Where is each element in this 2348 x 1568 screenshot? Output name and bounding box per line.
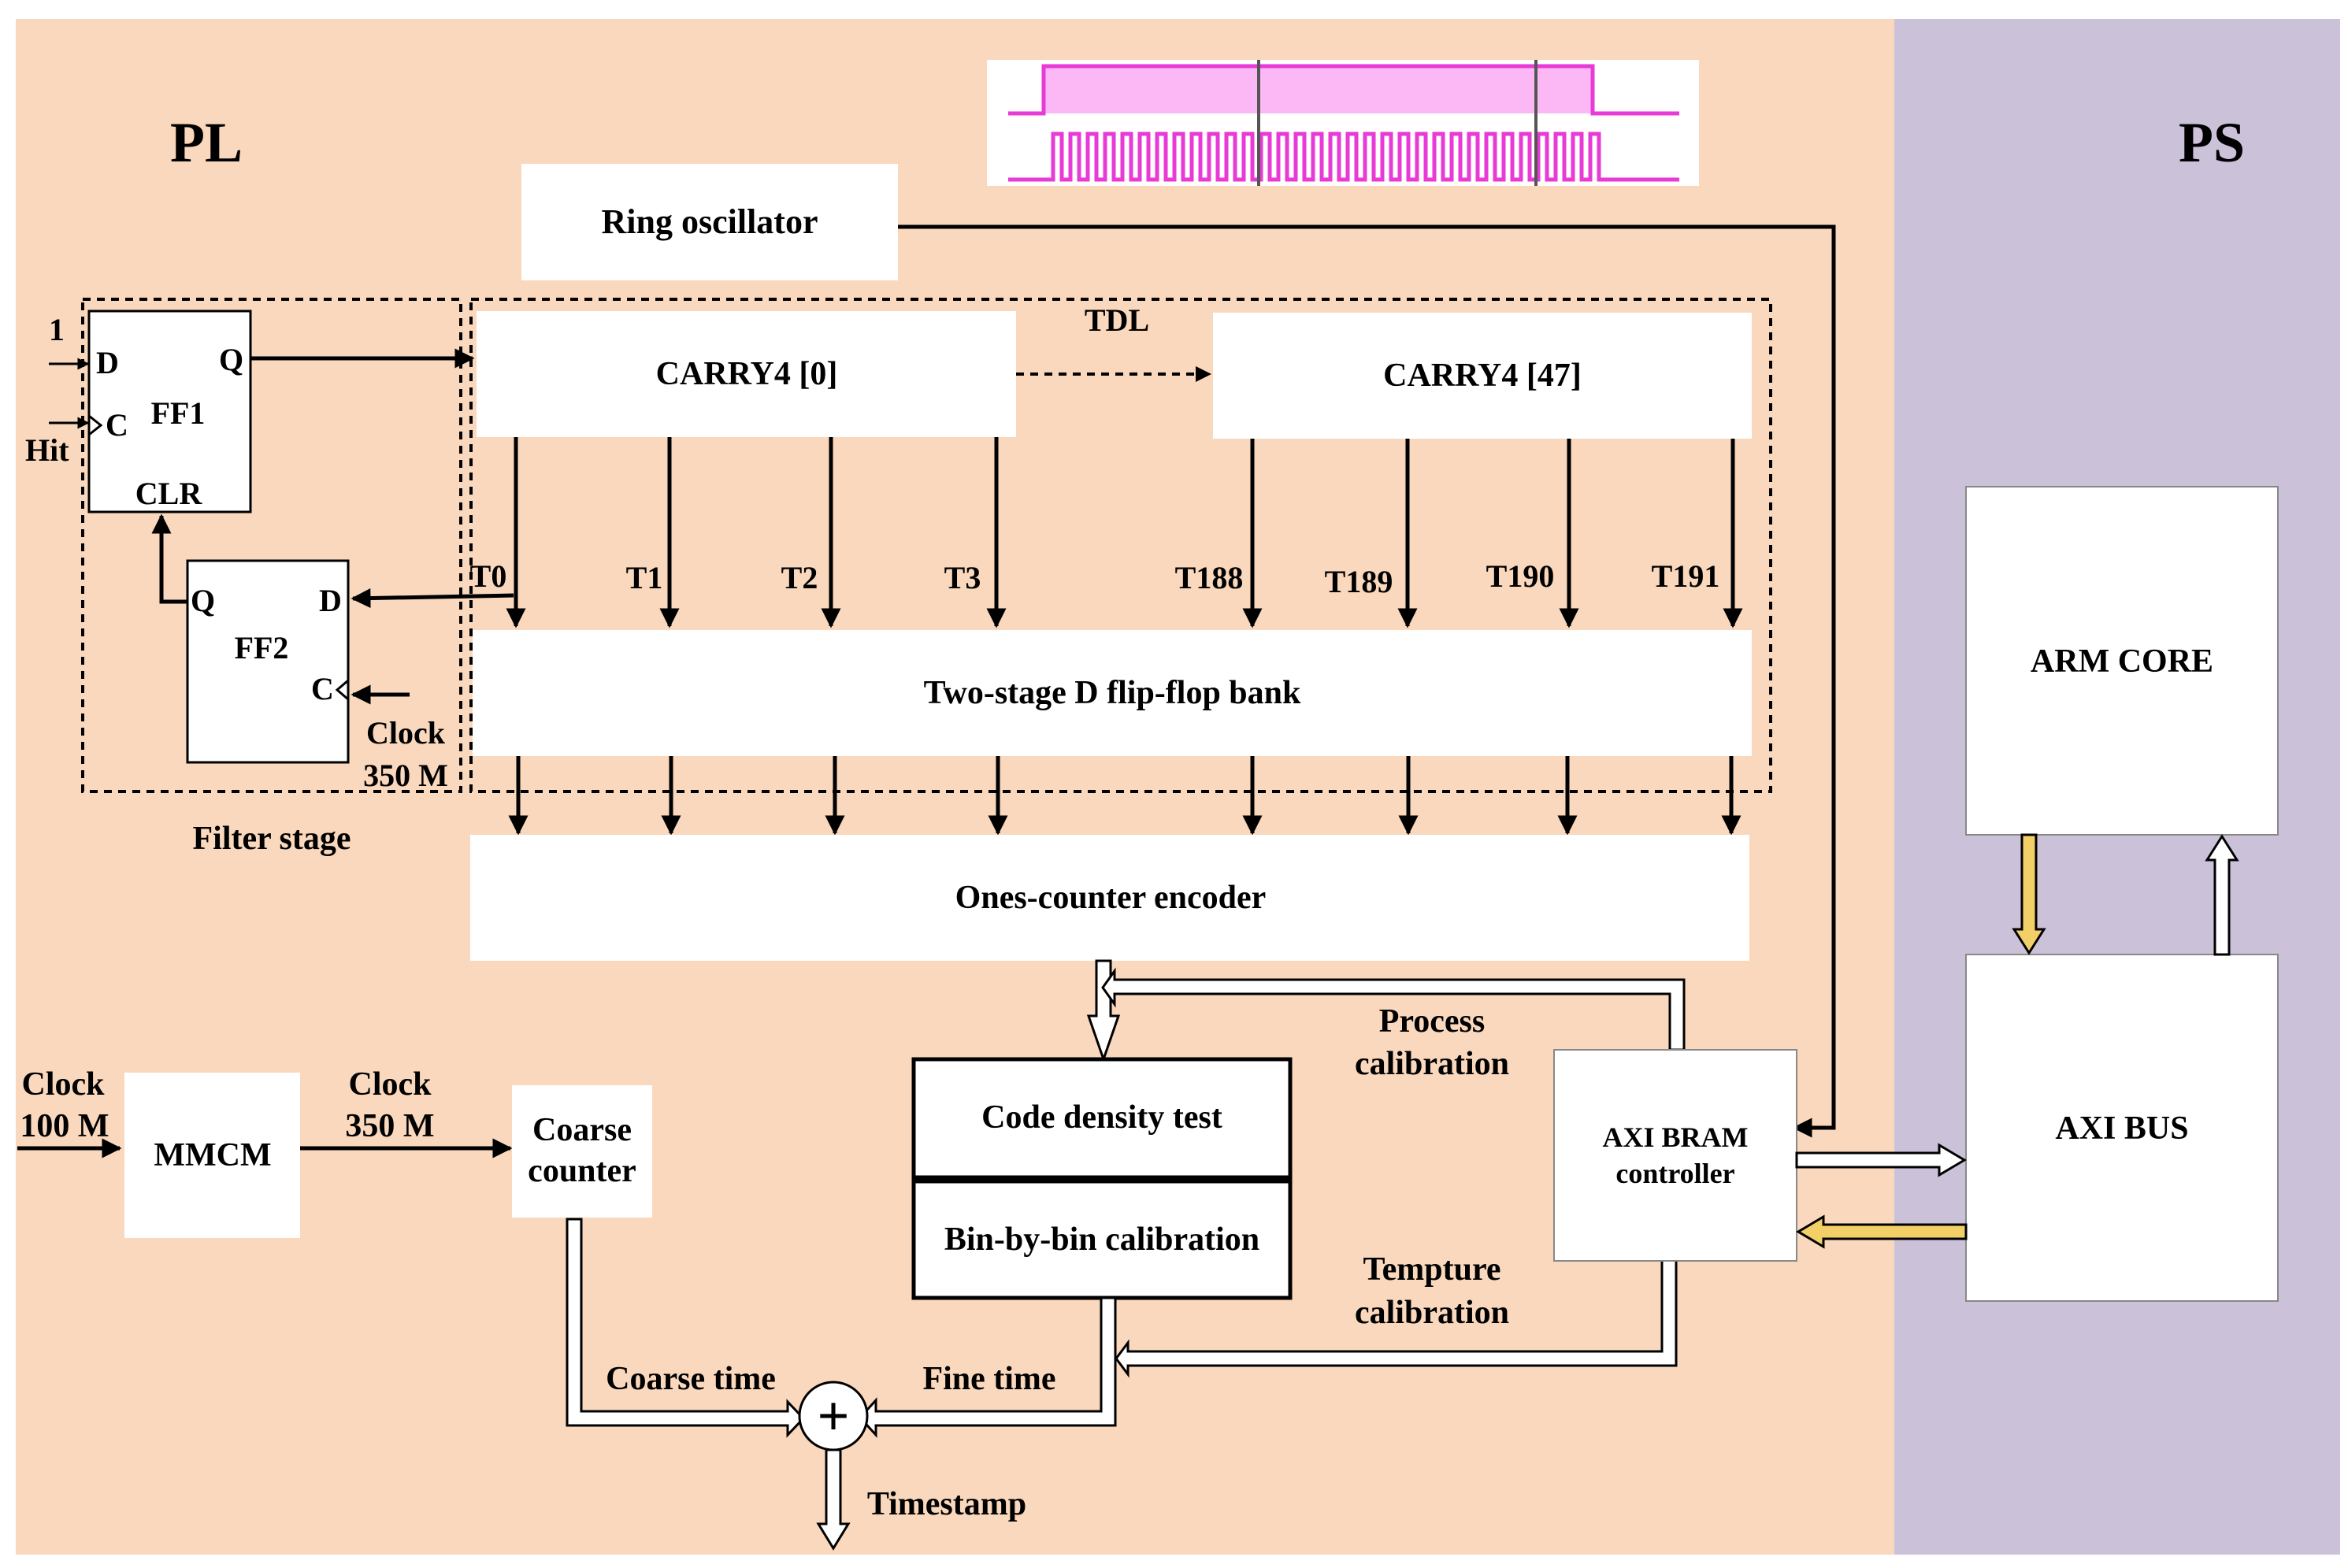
clock-100-label-2: 100 M <box>20 1108 109 1144</box>
ff2-q-to-ff1-clr-arrow <box>151 513 187 604</box>
coarse-counter-label-2: counter <box>528 1153 636 1189</box>
ff1-pin-clr: CLR <box>135 476 203 511</box>
axi-bus-to-axi-bram-arrow <box>1796 1214 1968 1249</box>
ff2-clock-label-1: Clock <box>366 715 446 751</box>
ff2-pin-d: D <box>319 583 342 618</box>
tap-label-t2: T2 <box>781 560 818 595</box>
ff1-pin-c: C <box>106 407 128 443</box>
encoder-box <box>470 835 1749 961</box>
timestamp-label: Timestamp <box>867 1486 1026 1522</box>
temperature-calibration-label-1: Tempture <box>1363 1251 1500 1288</box>
temperature-calibration-label-2: calibration <box>1355 1295 1509 1331</box>
tap-arrows <box>506 437 1743 628</box>
process-calibration-label-1: Process <box>1379 1003 1486 1040</box>
ring-oscillator-to-axi-bram-arrow <box>898 224 1836 1138</box>
ps-title: PS <box>2179 111 2245 174</box>
t0-to-ff2-d-arrow <box>351 588 514 609</box>
coarse-time-label: Coarse time <box>606 1361 776 1397</box>
ff2-pin-q: Q <box>191 583 215 618</box>
axi-bram-label-2: controller <box>1615 1158 1734 1189</box>
tap-label-t191: T191 <box>1652 558 1720 594</box>
bin-calibration-label: Bin-by-bin calibration <box>944 1221 1259 1258</box>
axi-bram-to-axi-bus-arrow <box>1795 1143 1967 1177</box>
tap-label-t1: T1 <box>626 560 663 595</box>
temperature-calibration-arrow <box>1115 1258 1678 1378</box>
coarse-counter-box <box>512 1085 652 1218</box>
axi-bus-to-arm-arrow <box>2205 834 2239 956</box>
coarse-counter-label-1: Coarse <box>532 1112 632 1148</box>
bin-calibration-box <box>911 1179 1293 1300</box>
ff-bank-label: Two-stage D flip-flop bank <box>924 675 1301 711</box>
ring-oscillator-box <box>521 164 898 280</box>
clock-350-label-2: 350 M <box>345 1108 434 1144</box>
filter-stage-region <box>81 298 462 793</box>
hit-label: Hit <box>25 432 69 468</box>
ring-oscillator-label: Ring oscillator <box>602 202 818 241</box>
ff1-label: FF1 <box>151 395 206 431</box>
mmcm-label: MMCM <box>154 1137 271 1173</box>
process-calibration-arrow <box>1101 967 1686 1051</box>
oscillator-waveform <box>1008 132 1679 182</box>
carry4-last-box <box>1213 313 1752 439</box>
carry4-first-box <box>477 311 1016 437</box>
arm-to-axi-bus-arrow <box>2012 833 2046 955</box>
carry4-last-label: CARRY4 [47] <box>1383 358 1582 394</box>
hit-waveform <box>1008 64 1679 116</box>
axi-bram-controller-box <box>1553 1049 1797 1262</box>
ff2-clock-label-2: 350 M <box>363 758 448 793</box>
ff1-box <box>87 310 252 513</box>
encoder-label: Ones-counter encoder <box>955 880 1267 916</box>
fine-time-arrow <box>858 1296 1117 1438</box>
code-density-label: Code density test <box>981 1099 1222 1136</box>
ff1-pin-q: Q <box>219 342 243 377</box>
filter-stage-label: Filter stage <box>193 821 351 857</box>
timestamp-arrow <box>816 1448 851 1551</box>
tdl-label: TDL <box>1085 302 1149 338</box>
ff2-label: FF2 <box>235 630 289 665</box>
axi-bram-label-1: AXI BRAM <box>1603 1121 1749 1153</box>
ff2-box <box>186 559 350 764</box>
input-one-label: 1 <box>49 312 65 347</box>
process-calibration-label-2: calibration <box>1355 1046 1509 1082</box>
ff2-pin-c: C <box>311 671 334 706</box>
waveform-inset <box>987 60 1699 186</box>
ff2-clock-triangle <box>335 679 349 701</box>
fine-time-label: Fine time <box>922 1361 1055 1397</box>
encoder-to-code-density-arrow <box>1086 959 1121 1063</box>
tap-label-t0: T0 <box>470 558 507 594</box>
mmcm-box <box>124 1073 300 1238</box>
ff-bank-box <box>473 630 1752 756</box>
coarse-time-arrow <box>566 1218 806 1438</box>
tdl-region <box>469 298 1772 793</box>
ff1-pin-d: D <box>96 345 119 380</box>
tap-label-t3: T3 <box>944 560 981 595</box>
axi-bus-box <box>1965 954 2279 1302</box>
clock-350-label-1: Clock <box>349 1066 432 1103</box>
arm-core-box <box>1965 486 2279 836</box>
bank-to-encoder-arrows <box>508 756 1742 836</box>
ff1-clock-triangle <box>88 414 103 436</box>
axi-bus-label: AXI BUS <box>2055 1110 2188 1147</box>
tap-label-t190: T190 <box>1486 558 1555 594</box>
pl-region <box>16 19 1894 1555</box>
tap-label-t189: T189 <box>1325 564 1393 599</box>
tap-label-t188: T188 <box>1175 560 1244 595</box>
carry4-first-label: CARRY4 [0] <box>656 356 838 392</box>
code-density-box <box>911 1057 1293 1180</box>
clock-100-label-1: Clock <box>22 1066 106 1103</box>
arm-core-label: ARM CORE <box>2031 643 2213 680</box>
pl-title: PL <box>170 111 243 174</box>
adder-symbol: + <box>817 1385 849 1448</box>
